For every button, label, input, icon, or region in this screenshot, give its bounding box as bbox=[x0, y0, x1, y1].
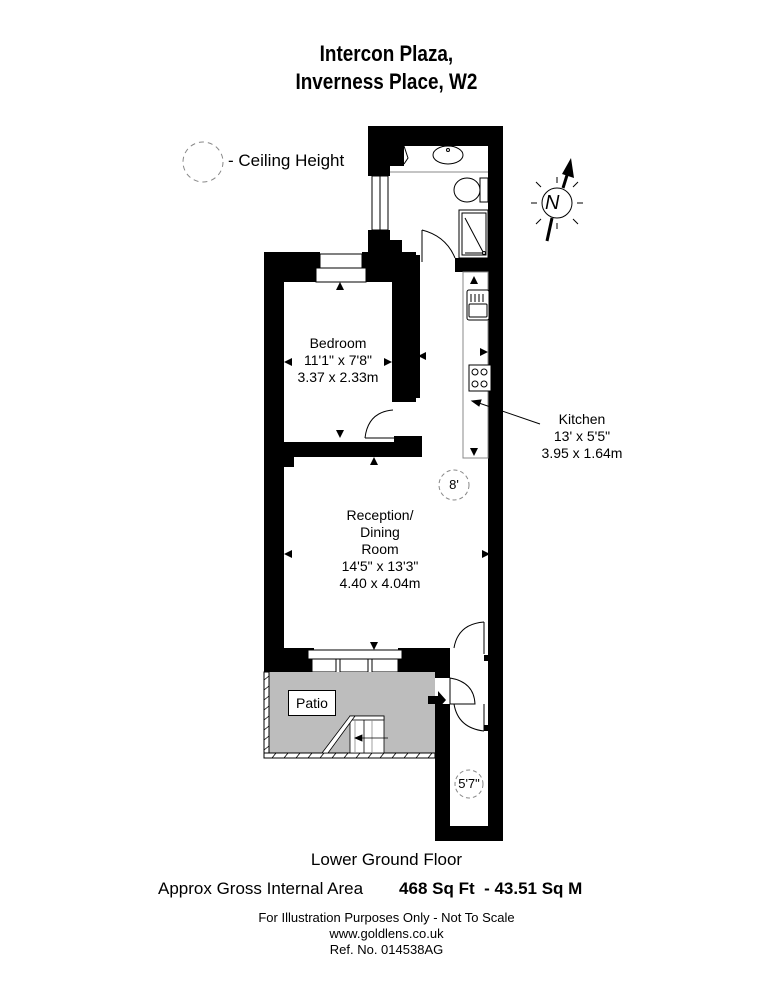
gross-area: Approx Gross Internal Area 468 Sq Ft - 43… bbox=[158, 879, 582, 899]
title-line-1: Intercon Plaza, bbox=[319, 41, 454, 66]
room-name-line-2: Dining bbox=[360, 524, 400, 540]
ceiling-height-marker-5ft7 bbox=[454, 769, 484, 799]
disclaimer: For Illustration Purposes Only - Not To … bbox=[258, 910, 515, 925]
bathroom-fittings bbox=[390, 145, 489, 262]
room-name: Bedroom bbox=[309, 335, 367, 351]
room-reception-dining: Reception/ Dining Room 14'5" x 13'3" 4.4… bbox=[310, 507, 450, 592]
north-arrow-icon bbox=[531, 158, 583, 242]
compass-letter: N bbox=[545, 192, 560, 214]
room-name-line-3: Room bbox=[361, 541, 399, 557]
floor-name: Lower Ground Floor bbox=[310, 850, 463, 869]
entrance-arrow-icon bbox=[428, 691, 446, 709]
stairs bbox=[321, 715, 388, 754]
website: www.goldlens.co.uk bbox=[329, 926, 444, 941]
dashed-circle-icon bbox=[182, 141, 224, 183]
room-imperial: 14'5" x 13'3" bbox=[341, 558, 419, 574]
title-line-2: Inverness Place, W2 bbox=[295, 69, 478, 94]
ceiling-height-value: 5'7" bbox=[458, 776, 480, 791]
dimension-arrows bbox=[284, 276, 490, 650]
room-kitchen: Kitchen 13' x 5'5" 3.95 x 1.64m bbox=[527, 411, 637, 462]
room-metric: 3.37 x 2.33m bbox=[297, 369, 379, 385]
ceiling-height-value: 8' bbox=[449, 477, 459, 492]
ceiling-height-marker-8ft bbox=[438, 469, 470, 501]
windows bbox=[307, 175, 403, 673]
area-value: 468 Sq Ft - 43.51 Sq M bbox=[399, 879, 583, 898]
hallway-doors bbox=[449, 677, 485, 732]
ceiling-height-legend: - Ceiling Height bbox=[228, 151, 345, 170]
room-imperial: 11'1" x 7'8" bbox=[304, 352, 372, 368]
room-name-line-1: Reception/ bbox=[346, 507, 414, 523]
kitchen-counter bbox=[462, 271, 541, 459]
room-patio: Patio bbox=[288, 690, 336, 716]
walls bbox=[264, 126, 503, 841]
reception-door bbox=[453, 621, 485, 654]
area-label: Approx Gross Internal Area bbox=[158, 879, 364, 898]
bedroom-door bbox=[364, 409, 394, 439]
room-name: Kitchen bbox=[558, 411, 606, 427]
reference-number: Ref. No. 014538AG bbox=[329, 942, 444, 957]
room-metric: 3.95 x 1.64m bbox=[541, 445, 623, 461]
room-metric: 4.40 x 4.04m bbox=[339, 575, 421, 591]
room-imperial: 13' x 5'5" bbox=[553, 428, 611, 444]
room-bedroom: Bedroom 11'1" x 7'8" 3.37 x 2.33m bbox=[284, 335, 392, 386]
